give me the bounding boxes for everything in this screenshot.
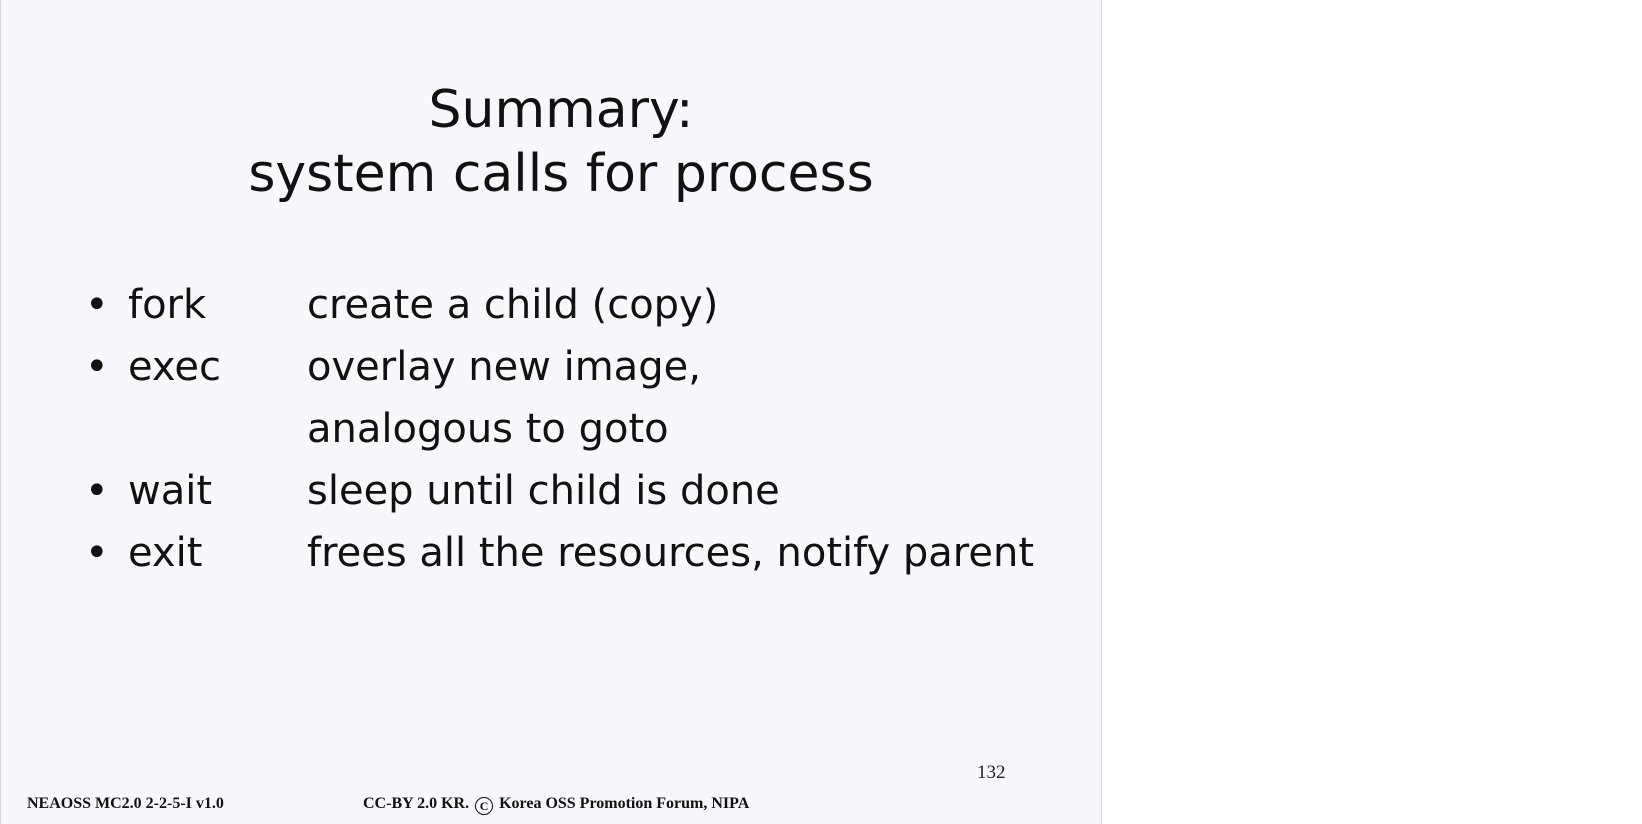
slide-page: Summary: system calls for process • fork…	[0, 0, 1102, 824]
bullet-term: wait	[128, 468, 213, 514]
bullet-marker: •	[85, 344, 109, 390]
footer-license-suffix: Korea OSS Promotion Forum, NIPA	[499, 795, 750, 812]
page-number: 132	[977, 762, 1006, 783]
bullet-marker: •	[85, 282, 109, 328]
bullet-marker: •	[85, 468, 109, 514]
copyright-icon: C	[475, 797, 494, 815]
bullet-description: create a child (copy)	[307, 282, 719, 328]
slide-title: Summary: system calls for process	[1, 78, 1101, 206]
footer-course-id: NEAOSS MC2.0 2-2-5-I v1.0	[27, 795, 224, 812]
bullet-description: overlay new image,	[307, 344, 701, 390]
slide-title-line-1: Summary:	[428, 80, 694, 140]
footer-license-prefix: CC-BY 2.0 KR.	[363, 795, 470, 812]
bullet-term: exec	[128, 344, 221, 390]
slide-title-line-2: system calls for process	[248, 144, 874, 204]
footer-license: CC-BY 2.0 KR. C Korea OSS Promotion Foru…	[363, 795, 749, 815]
bullet-term: fork	[128, 282, 207, 328]
bullet-term: exit	[128, 530, 203, 576]
bullet-marker: •	[85, 530, 109, 576]
bullet-description: frees all the resources, notify parent	[307, 530, 1035, 576]
bullet-description: analogous to goto	[307, 406, 669, 452]
bullet-description: sleep until child is done	[307, 468, 780, 514]
